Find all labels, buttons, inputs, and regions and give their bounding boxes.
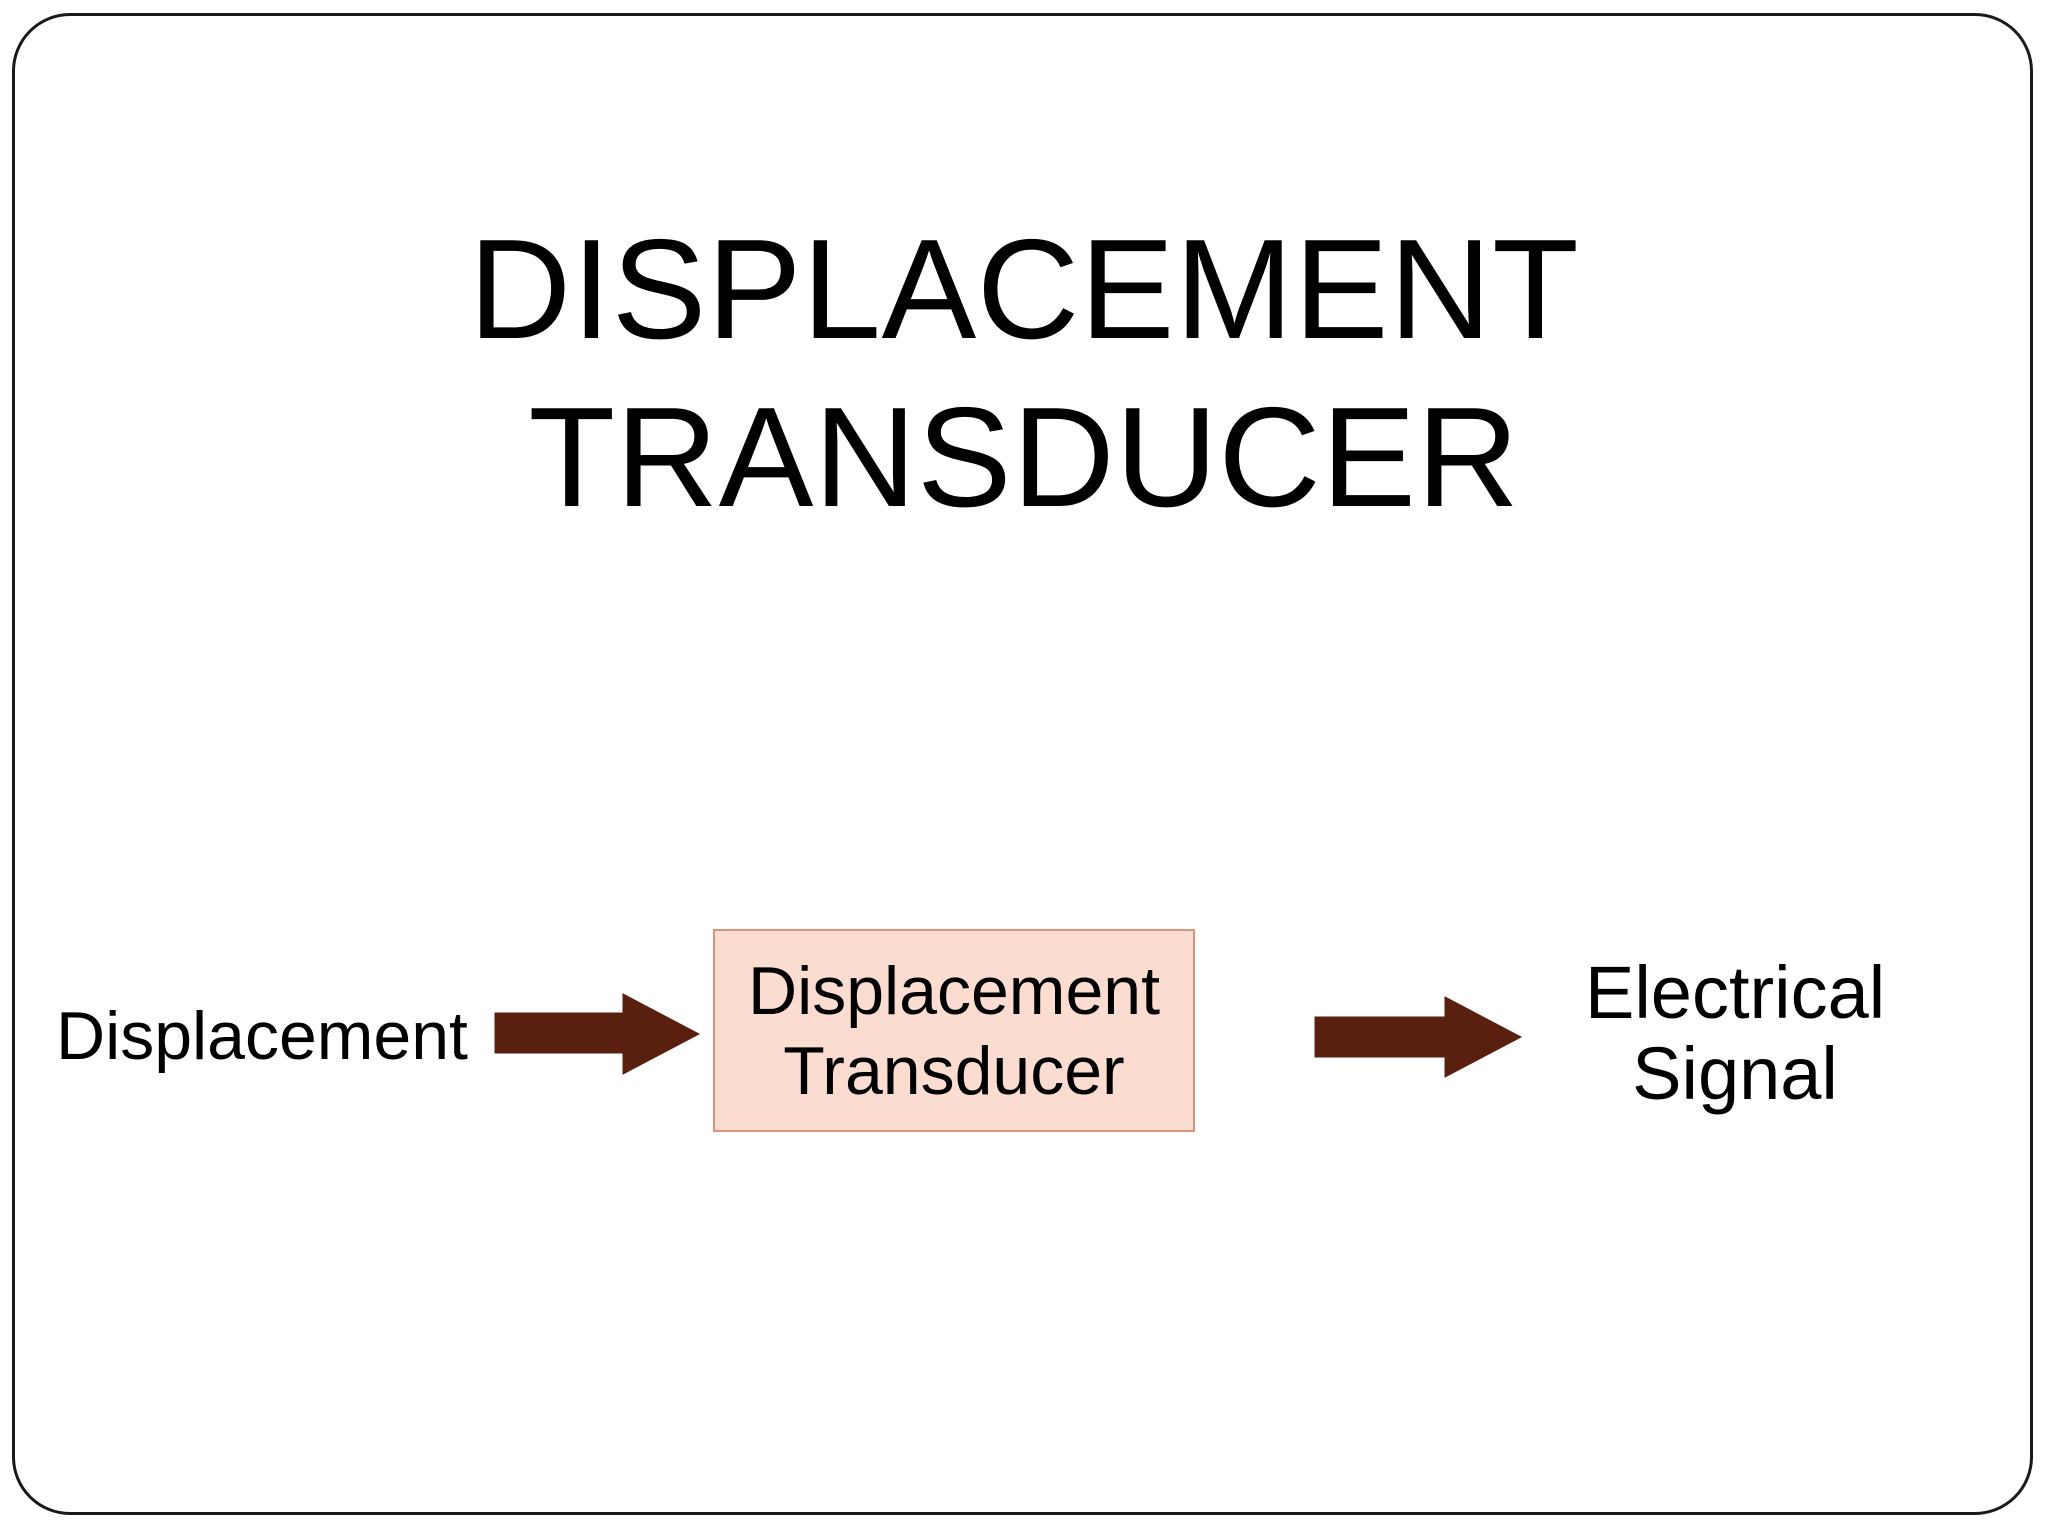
slide-border-frame (12, 13, 2033, 1515)
arrow-box-to-output-icon (1314, 996, 1523, 1078)
arrow-input-to-box-icon (494, 993, 701, 1075)
page-title: DISPLACEMENT TRANSDUCER (468, 210, 1580, 537)
input-label-displacement: Displacement (56, 998, 468, 1074)
transducer-block-label: Displacement Transducer (748, 952, 1160, 1109)
output-label-electrical-signal: Electrical Signal (1585, 951, 1886, 1115)
transducer-block: Displacement Transducer (713, 929, 1195, 1132)
